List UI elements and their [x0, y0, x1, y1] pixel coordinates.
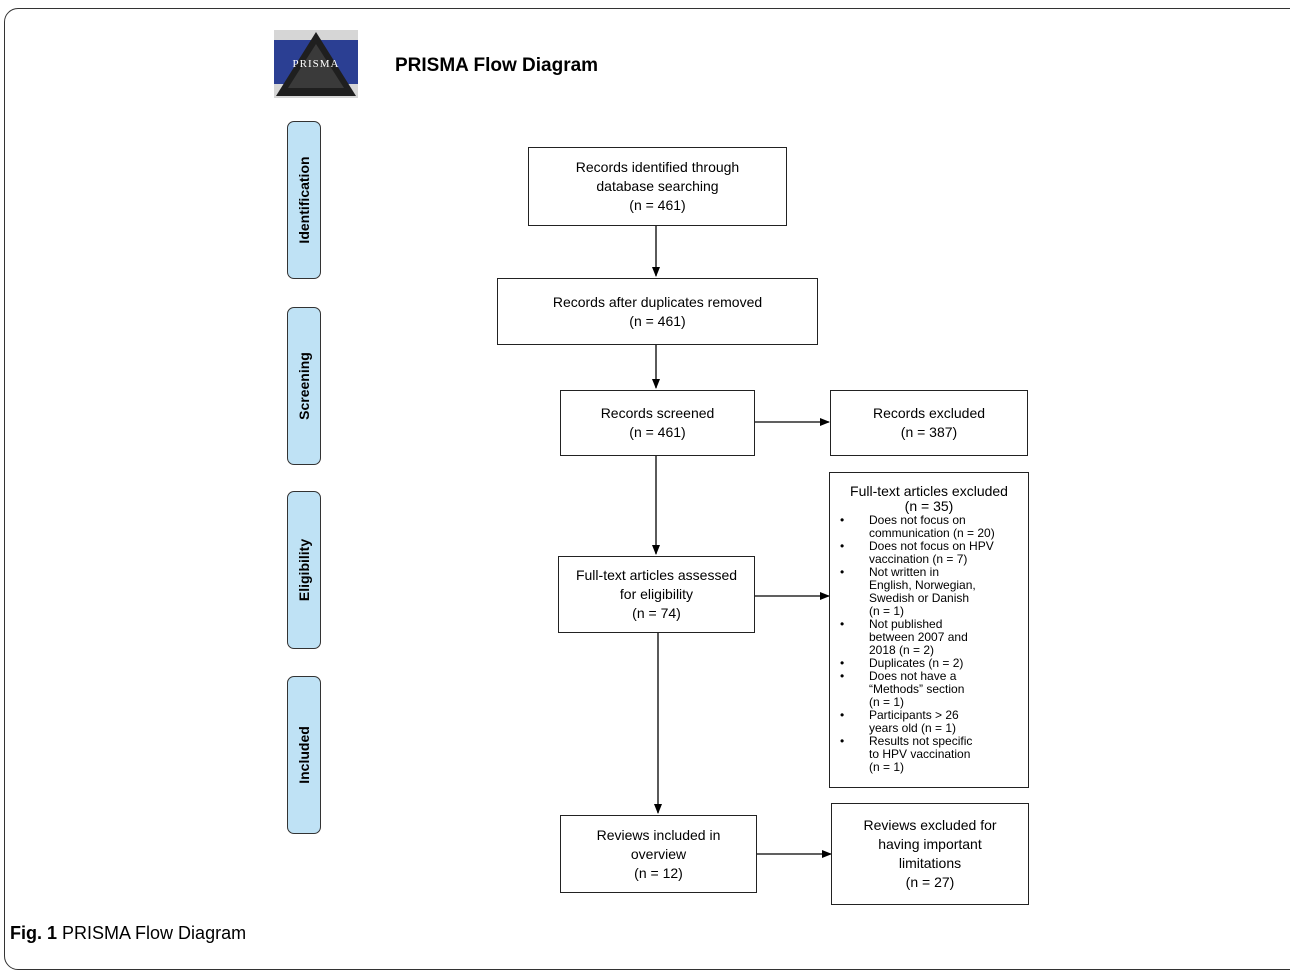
box-line: Reviews included in	[596, 826, 721, 843]
exclusion-reason: Does not have a “Methods” section (n = 1…	[830, 670, 1028, 709]
box-after-duplicates: Records after duplicates removed (n = 46…	[497, 278, 818, 345]
box-reviews-included: Reviews included in overview (n = 12)	[560, 815, 757, 893]
box-records-excluded: Records excluded (n = 387)	[830, 390, 1028, 456]
reason-line: Swedish or Danish	[869, 591, 970, 605]
box-line: (n = 387)	[900, 424, 958, 440]
box-line: (n = 461)	[629, 197, 686, 213]
exclusion-reason: Not published between 2007 and 2018 (n =…	[830, 618, 1028, 657]
box-line: overview	[630, 845, 687, 862]
box-line: having important	[878, 836, 982, 852]
excluded-title: Full-text articles excluded	[850, 483, 1008, 499]
reason-line: Duplicates (n = 2)	[869, 656, 964, 670]
diagram-title: PRISMA Flow Diagram	[395, 55, 599, 76]
exclusion-reason: Not written in English, Norwegian, Swedi…	[830, 566, 1028, 618]
prisma-logo: PRISMA	[274, 30, 358, 98]
reason-line: (n = 1)	[869, 604, 905, 618]
exclusion-reason: Participants > 26 years old (n = 1)	[830, 709, 1028, 735]
figure-caption: Fig. 1 PRISMA Flow Diagram	[10, 923, 246, 944]
exclusion-reason: Does not focus on HPV vaccination (n = 7…	[830, 540, 1028, 566]
box-line: (n = 12)	[634, 864, 683, 881]
reason-line: 2018 (n = 2)	[869, 643, 935, 657]
box-line: Records after duplicates removed	[552, 293, 763, 310]
box-line: (n = 461)	[629, 312, 686, 329]
reason-line: years old (n = 1)	[869, 721, 957, 735]
reason-line: (n = 1)	[869, 695, 905, 709]
reason-line: to HPV vaccination	[869, 747, 971, 761]
stage-eligibility: Eligibility	[287, 491, 321, 649]
reason-line: communication (n = 20)	[869, 526, 995, 540]
stage-screening: Screening	[287, 307, 321, 465]
box-line: Reviews excluded for	[863, 817, 997, 833]
box-line: (n = 461)	[629, 424, 686, 440]
exclusion-reason: Does not focus on communication (n = 20)	[830, 514, 1028, 540]
box-line: Records excluded	[872, 405, 986, 421]
box-line: limitations	[898, 855, 962, 871]
box-records-identified: Records identified through database sear…	[528, 147, 787, 226]
reason-line: Results not specific	[869, 734, 973, 748]
stage-identification: Identification	[287, 121, 321, 279]
reason-line: between 2007 and	[869, 630, 968, 644]
box-fulltext-assessed: Full-text articles assessed for eligibil…	[558, 556, 755, 633]
box-reviews-excluded: Reviews excluded for having important li…	[831, 803, 1029, 905]
logo-text: PRISMA	[292, 58, 340, 70]
reason-line: Does not focus on	[869, 513, 966, 527]
reason-line: Not published	[869, 617, 943, 631]
exclusion-reasons: Does not focus on communication (n = 20)…	[830, 514, 1028, 774]
reason-line: (n = 1)	[869, 760, 905, 774]
box-line: (n = 27)	[905, 874, 955, 890]
box-records-screened: Records screened (n = 461)	[560, 390, 755, 456]
box-line: Records identified through	[575, 159, 740, 175]
box-line: database searching	[596, 178, 719, 194]
reason-line: English, Norwegian,	[869, 578, 976, 592]
stage-included: Included	[287, 676, 321, 834]
box-line: Full-text articles assessed	[575, 567, 738, 583]
prisma-logo-graphic	[274, 30, 358, 98]
reason-line: Not written in	[869, 565, 940, 579]
reason-line: “Methods” section	[869, 682, 965, 696]
box-fulltext-excluded: Full-text articles excluded (n = 35) Doe…	[829, 472, 1029, 788]
exclusion-reason: Results not specific to HPV vaccination …	[830, 735, 1028, 774]
box-line: for eligibility	[619, 586, 694, 602]
reason-line: vaccination (n = 7)	[869, 552, 968, 566]
exclusion-reason: Duplicates (n = 2)	[830, 656, 1028, 671]
reason-line: Does not focus on HPV	[869, 539, 994, 553]
reason-line: Does not have a	[869, 669, 957, 683]
box-line: (n = 74)	[632, 605, 681, 621]
flow-arrows	[652, 226, 832, 858]
box-line: Records screened	[600, 405, 715, 421]
caption-label: Fig. 1	[10, 923, 58, 943]
caption-text: PRISMA Flow Diagram	[62, 923, 247, 943]
reason-line: Participants > 26	[869, 708, 959, 722]
excluded-count: (n = 35)	[904, 498, 954, 514]
